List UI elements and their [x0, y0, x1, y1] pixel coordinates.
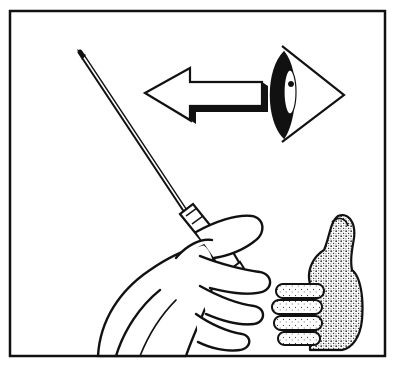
- illustration-panel: [0, 0, 394, 365]
- needle-inspection-illustration: [0, 0, 394, 365]
